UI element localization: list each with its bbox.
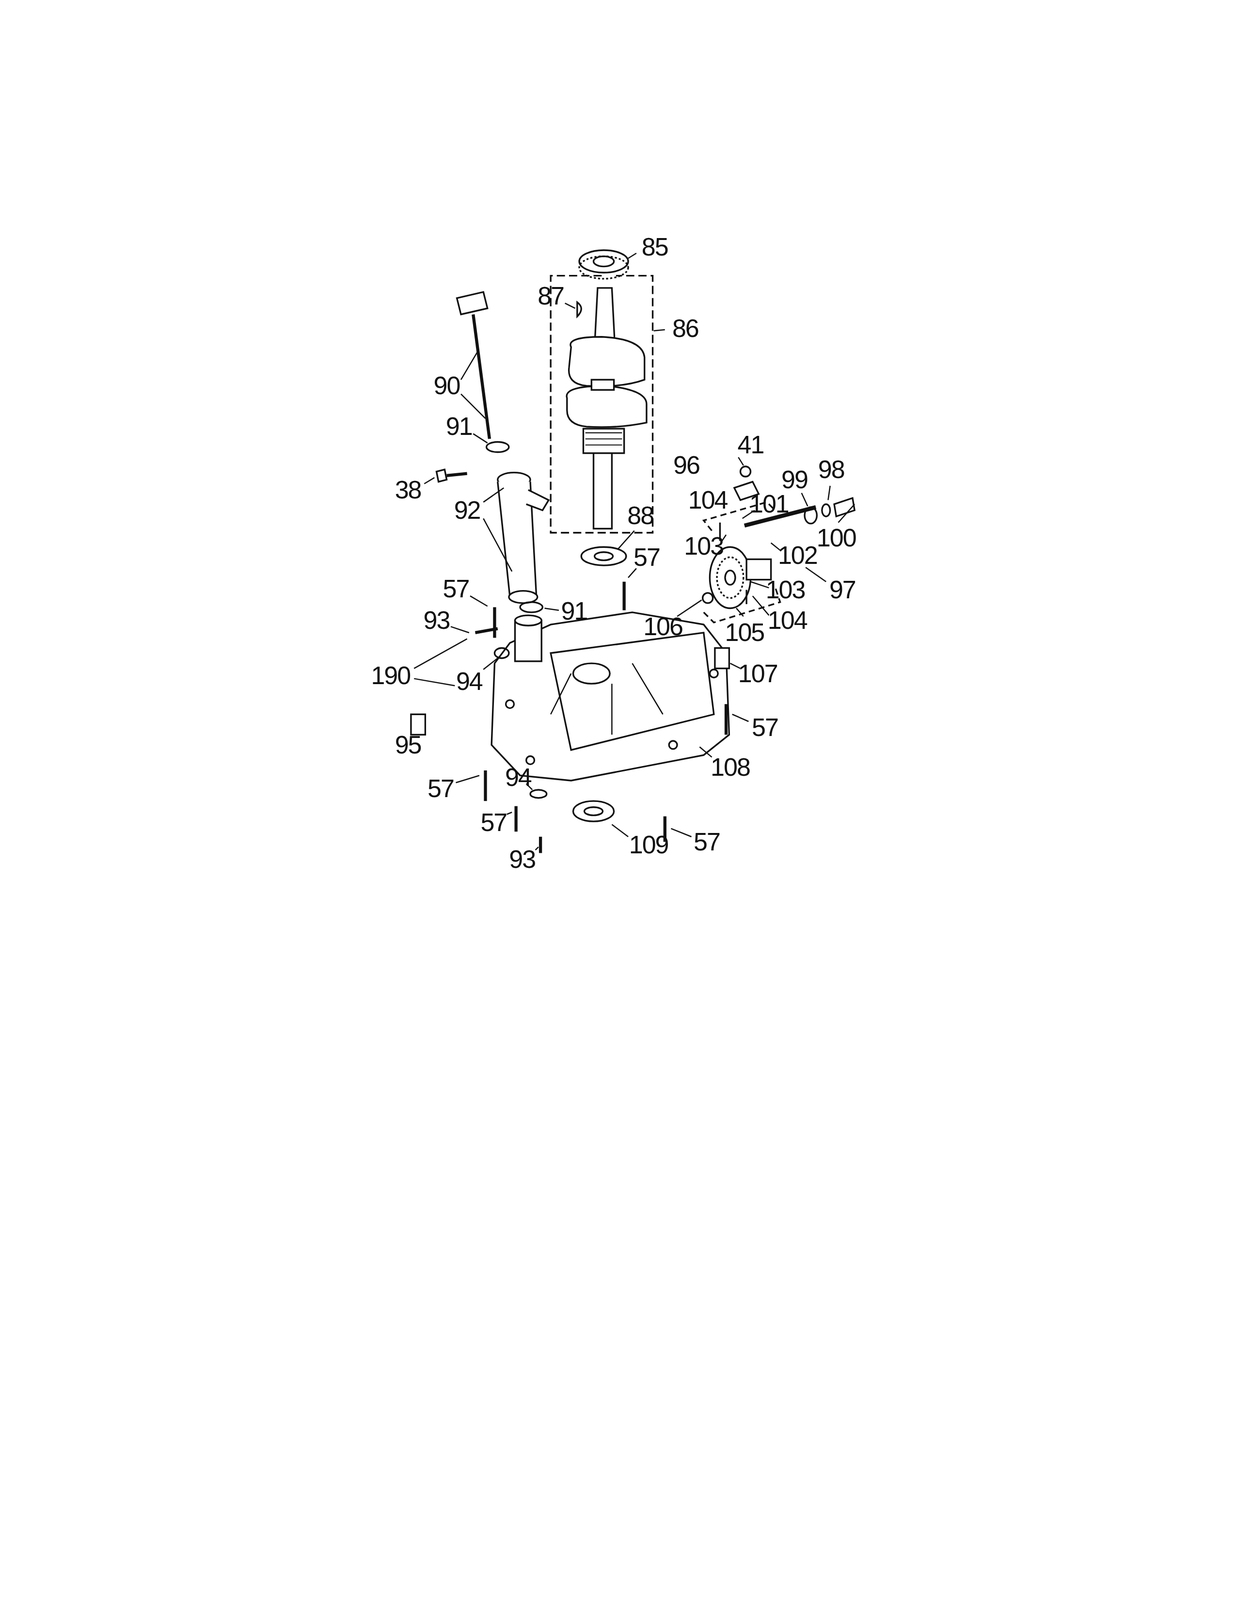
callout-number: 88 [627,502,654,528]
callout-number: 97 [829,576,856,603]
callout-number: 103 [765,576,806,603]
callout-number: 41 [737,431,764,458]
callout-number: 95 [395,731,422,758]
callout-number: 96 [673,452,700,478]
callout-number: 104 [767,607,808,633]
callout-number: 190 [370,662,411,688]
callout-number: 57 [443,575,470,602]
callout-number: 102 [777,542,818,568]
callout-number: 109 [629,831,669,857]
callout-number: 57 [633,544,660,570]
callout-number: 108 [710,754,750,780]
callout-number: 105 [725,619,765,645]
callout-number: 57 [427,775,454,801]
callout-number: 91 [445,413,473,439]
callout-number: 92 [454,497,481,523]
callout-number: 94 [456,668,483,694]
callout-number: 100 [816,524,856,551]
callout-number: 91 [561,598,588,624]
callout-number: 94 [505,764,532,790]
callout-number: 104 [688,487,728,513]
callout-number: 57 [480,809,507,835]
callout-number: 101 [749,491,789,517]
callout-number: 93 [423,607,450,633]
callout-number: 98 [818,456,845,482]
callout-number: 86 [672,315,699,341]
callout-number: 57 [693,828,720,855]
callout-number: 87 [537,283,564,309]
callout-number: 93 [508,846,536,872]
callout-number: 103 [683,533,724,559]
callout-number: 57 [751,714,778,740]
callout-number: 107 [738,660,778,686]
callout-number: 85 [641,234,668,260]
callout-number: 38 [395,476,422,503]
callout-number: 90 [433,372,460,398]
callout-number: 99 [781,466,808,492]
callout-number: 106 [643,613,683,639]
